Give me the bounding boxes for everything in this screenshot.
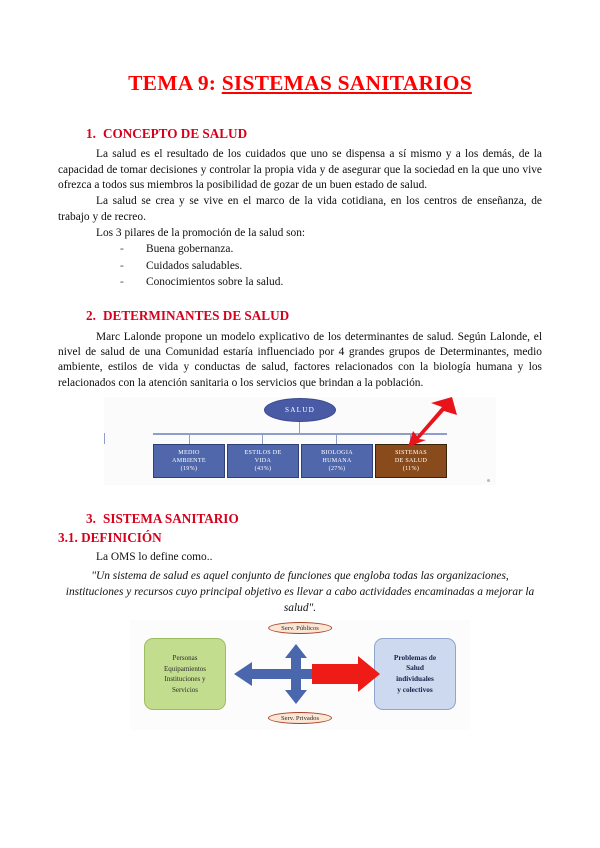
list-item: - Conocimientos sobre la salud. <box>120 274 542 290</box>
oms-flow-arrows <box>234 644 380 705</box>
section-1-paragraph-3: Los 3 pilares de la promoción de la salu… <box>96 227 306 240</box>
section-2-number: 2. <box>86 308 96 324</box>
lalonde-node-biologia-humana: BIOLOGIA HUMANA (27%) <box>301 444 373 479</box>
title-underlined: SISTEMAS SANITARIOS <box>221 71 472 95</box>
node-line-2: VIDA <box>254 458 272 465</box>
oms-private-services-label: Serv. Privados <box>267 712 333 725</box>
node-line-1: MEDIO <box>178 450 200 457</box>
node-line-2: HUMANA <box>322 458 352 465</box>
health-system-diagram: Personas Equipamientos Instituciones y S… <box>130 620 470 731</box>
lalonde-node-estilos-de-vida: ESTILOS DE VIDA (43%) <box>227 444 299 479</box>
oms-resources-box: Personas Equipamientos Instituciones y S… <box>144 638 226 711</box>
node-line-1: ESTILOS DE <box>244 450 282 457</box>
section-1-number: 1. <box>86 125 96 141</box>
red-right-arrow-icon <box>312 656 380 693</box>
lalonde-drop-connector-2 <box>104 433 106 445</box>
dash-bullet-icon: - <box>120 259 124 272</box>
oms-lead-text: La OMS lo define como.. <box>96 551 213 564</box>
node-value: (27%) <box>328 466 346 473</box>
list-item-label: Conocimientos sobre la salud. <box>146 275 284 288</box>
lalonde-drop-connector-2b <box>262 433 264 445</box>
blue-left-arrow-icon <box>234 662 315 687</box>
lalonde-root-node: SALUD <box>264 398 336 423</box>
list-item: - Buena gobernanza. <box>120 241 542 257</box>
dash-bullet-icon: - <box>120 275 124 288</box>
node-value: (19%) <box>180 466 198 473</box>
section-2-label: DETERMINANTES DE SALUD <box>103 308 290 324</box>
section-3-label: SISTEMA SANITARIO <box>103 511 239 527</box>
lalonde-node-sistemas-de-salud: SISTEMAS DE SALUD (11%) <box>375 444 447 479</box>
list-item: - Cuidados saludables. <box>120 258 542 274</box>
lalonde-drop-connector-3 <box>336 433 338 445</box>
lalonde-root-label: SALUD <box>285 406 315 415</box>
lalonde-drop-connector-1 <box>189 433 191 445</box>
lalonde-determinants-diagram: SALUD MEDIO AMBIENTE (19%) ESTILOS DE VI… <box>104 397 496 486</box>
node-value: (43%) <box>254 466 272 473</box>
section-1-label: CONCEPTO DE SALUD <box>103 125 248 141</box>
list-item-label: Buena gobernanza. <box>146 243 234 256</box>
page-title: TEMA 9: SISTEMAS SANITARIOS <box>58 0 542 96</box>
node-line-1: BIOLOGIA <box>321 450 353 457</box>
node-line-2: AMBIENTE <box>172 458 206 465</box>
diagram-corner-dot <box>487 479 490 483</box>
lalonde-horizontal-connector <box>153 433 447 435</box>
lalonde-stem-connector <box>299 422 301 435</box>
node-line-1: SISTEMAS <box>395 450 427 457</box>
section-3-number: 3. <box>86 511 96 527</box>
oms-health-problems-label: Problemas de Salud individuales y colect… <box>393 652 437 694</box>
node-value: (11%) <box>402 466 420 473</box>
lalonde-node-medio-ambiente: MEDIO AMBIENTE (19%) <box>153 444 225 479</box>
oms-public-services-label: Serv. Públicos <box>268 622 332 635</box>
oms-resources-label: Personas Equipamientos Instituciones y S… <box>164 654 206 694</box>
heading-section-2: 2. DETERMINANTES DE SALUD <box>58 308 542 325</box>
node-line-2: DE SALUD <box>394 458 428 465</box>
dash-bullet-icon: - <box>120 243 124 256</box>
oms-health-problems-box: Problemas de Salud individuales y colect… <box>374 638 456 711</box>
oms-definition-quote: "Un sistema de salud es aquel conjunto d… <box>65 569 535 614</box>
section-1-paragraph-1: La salud es el resultado de los cuidados… <box>58 148 542 191</box>
pillars-list: - Buena gobernanza. - Cuidados saludables.… <box>58 241 542 290</box>
heading-subsection-3-1: 3.1. DEFINICIÓN <box>58 529 162 545</box>
title-prefix: TEMA 9: <box>128 71 222 95</box>
heading-section-1: 1. CONCEPTO DE SALUD <box>58 126 542 143</box>
blue-double-vertical-arrow-icon <box>285 644 307 705</box>
section-1-paragraph-2: La salud se crea y se vive en el marco d… <box>58 195 542 223</box>
list-item-label: Cuidados saludables. <box>146 259 243 272</box>
section-2-paragraph-1: Marc Lalonde propone un modelo explicati… <box>58 330 542 389</box>
red-pointer-arrow-icon <box>408 397 457 448</box>
heading-section-3: 3. SISTEMA SANITARIO <box>58 511 542 528</box>
